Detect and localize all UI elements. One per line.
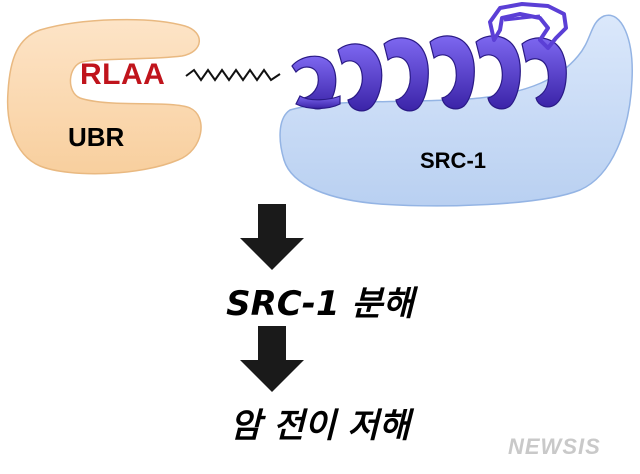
helix-staple-bar [503, 14, 541, 22]
zigzag-linker [185, 68, 281, 82]
ubr-protein-shape [6, 18, 202, 175]
rlaa-motif-label: RLAA [80, 58, 166, 91]
src1-protein-shape [279, 14, 633, 207]
helix-staple-ring [488, 2, 568, 50]
watermark-logo: NEWSIS [508, 434, 601, 459]
step-metastasis-inhibition: 암 전이 저해 [229, 406, 411, 446]
ubr-label: UBR [68, 122, 125, 152]
step-src1-degradation: SRC-1 분해 [226, 284, 414, 324]
src1-label: SRC-1 [420, 148, 487, 173]
src1-helix [291, 35, 567, 112]
down-arrow-2 [240, 326, 304, 392]
down-arrow-1 [240, 204, 304, 270]
